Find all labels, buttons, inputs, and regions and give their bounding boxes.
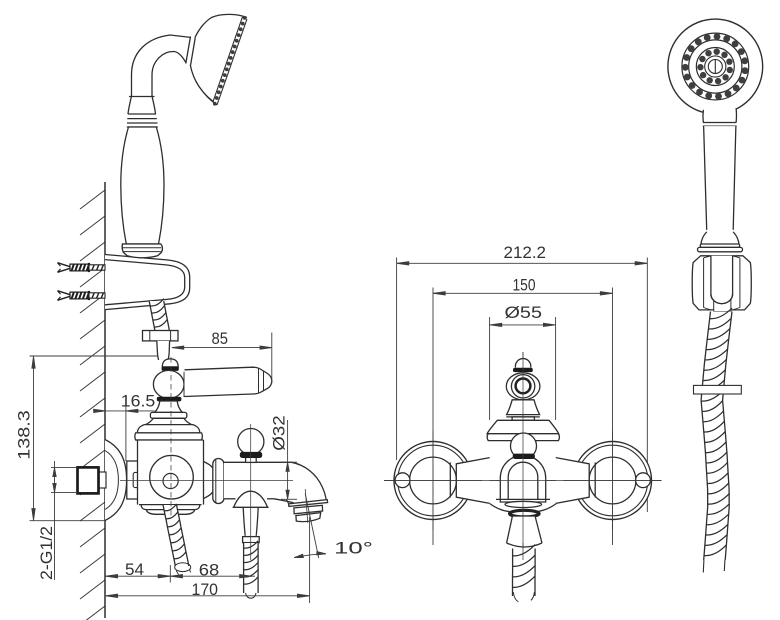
svg-text:Ø32: Ø32 <box>271 415 289 451</box>
svg-text:16.5: 16.5 <box>121 393 156 411</box>
svg-text:212.2: 212.2 <box>504 244 547 262</box>
svg-text:2-G1/2: 2-G1/2 <box>38 526 56 580</box>
svg-text:85: 85 <box>212 330 229 348</box>
svg-text:10°: 10° <box>334 540 373 558</box>
svg-text:150: 150 <box>513 277 536 295</box>
svg-text:Ø55: Ø55 <box>505 304 543 322</box>
svg-text:170: 170 <box>192 581 219 599</box>
svg-text:68: 68 <box>199 562 220 580</box>
svg-text:138.3: 138.3 <box>16 410 34 460</box>
svg-text:54: 54 <box>125 561 144 579</box>
